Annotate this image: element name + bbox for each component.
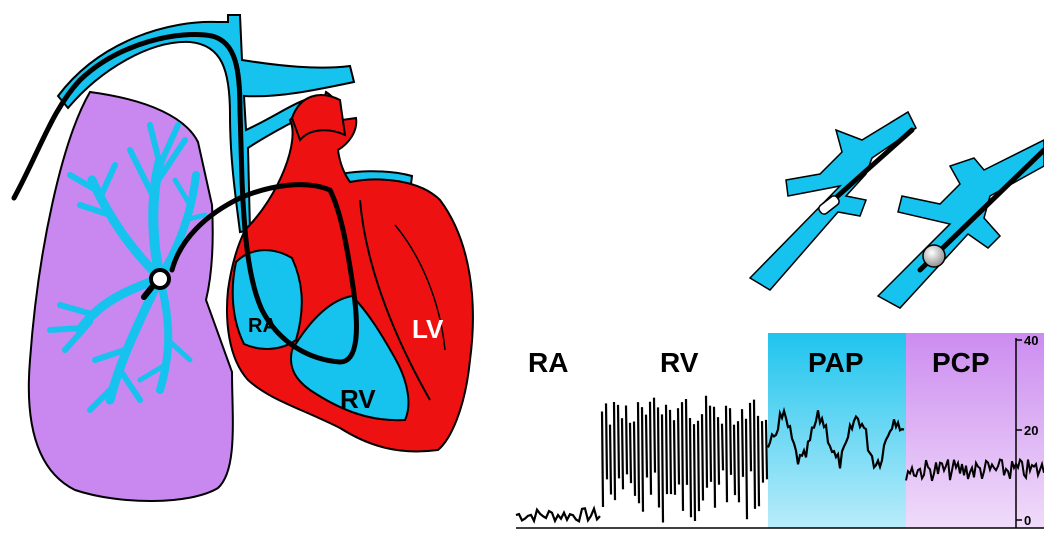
rv-trace-stroke bbox=[730, 408, 731, 475]
rv-trace-stroke bbox=[654, 398, 655, 473]
inset-balloon-inflated bbox=[923, 245, 945, 267]
rv-trace-stroke bbox=[678, 408, 679, 484]
inset-pcp-wedge-position bbox=[878, 140, 1044, 308]
rv-trace-stroke bbox=[670, 410, 671, 494]
heart-label-lv: LV bbox=[412, 314, 444, 344]
rv-trace-stroke bbox=[698, 421, 699, 511]
rv-trace-stroke bbox=[662, 414, 663, 522]
trace-label-rv: RV bbox=[660, 347, 699, 378]
rv-trace-stroke bbox=[642, 407, 643, 512]
inset-pap-position bbox=[750, 112, 916, 290]
rv-trace-stroke bbox=[766, 420, 767, 479]
rv-trace-stroke bbox=[618, 405, 619, 479]
rv-trace-stroke bbox=[714, 407, 715, 508]
heart-label-rv: RV bbox=[340, 384, 376, 414]
rv-trace-stroke bbox=[666, 405, 667, 494]
rv-trace-stroke bbox=[754, 400, 755, 509]
scale-tick-40: 40 bbox=[1024, 333, 1038, 348]
rv-trace-stroke bbox=[722, 424, 723, 471]
rv-trace-stroke bbox=[610, 425, 611, 495]
lung bbox=[29, 92, 233, 501]
rv-trace-stroke bbox=[758, 416, 759, 506]
rv-trace-stroke bbox=[674, 420, 675, 495]
rv-trace-stroke bbox=[742, 409, 743, 477]
rv-trace-stroke bbox=[710, 406, 711, 482]
rv-trace-stroke bbox=[650, 402, 651, 495]
rv-trace-stroke bbox=[746, 419, 747, 520]
rv-trace-stroke bbox=[718, 417, 719, 485]
rv-trace-stroke bbox=[682, 402, 683, 511]
rv-trace-stroke bbox=[658, 407, 659, 507]
rv-trace-stroke bbox=[702, 414, 703, 500]
rv-trace-stroke bbox=[738, 421, 739, 502]
rv-trace-stroke bbox=[726, 406, 727, 502]
rv-trace-stroke bbox=[622, 418, 623, 489]
rv-trace-stroke bbox=[706, 396, 707, 488]
scale-tick-0: 0 bbox=[1024, 513, 1031, 528]
pressure-trace-panel: 40 20 0 RA RV PAP PCP bbox=[516, 333, 1044, 528]
rv-trace-stroke bbox=[630, 423, 631, 483]
inset-vessel-2 bbox=[878, 140, 1044, 308]
rv-trace-stroke bbox=[638, 402, 639, 503]
rv-trace-stroke bbox=[686, 399, 687, 485]
rv-trace-stroke bbox=[694, 424, 695, 521]
pressure-trace-rv bbox=[602, 396, 767, 523]
rv-trace-stroke bbox=[602, 412, 603, 508]
rv-trace-stroke bbox=[614, 402, 615, 500]
rv-trace-stroke bbox=[626, 406, 627, 475]
rv-trace-stroke bbox=[734, 425, 735, 495]
rv-trace-stroke bbox=[690, 418, 691, 517]
trace-label-pcp: PCP bbox=[932, 347, 990, 378]
trace-label-pap: PAP bbox=[808, 347, 864, 378]
rv-trace-stroke bbox=[762, 421, 763, 483]
rv-trace-stroke bbox=[634, 422, 635, 496]
rv-trace-stroke bbox=[750, 403, 751, 471]
pressure-trace-ra bbox=[516, 508, 600, 521]
scale-tick-20: 20 bbox=[1024, 423, 1038, 438]
rv-trace-stroke bbox=[646, 415, 647, 478]
rv-trace-stroke bbox=[606, 403, 607, 479]
trace-label-ra: RA bbox=[528, 347, 568, 378]
